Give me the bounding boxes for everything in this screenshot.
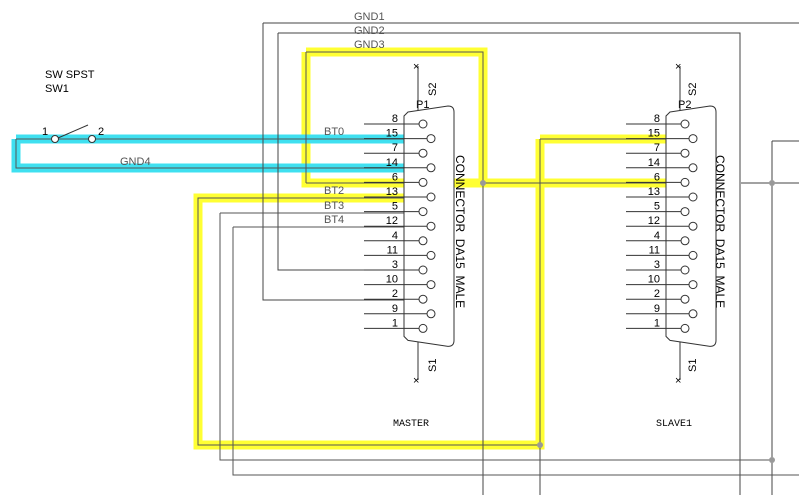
master-pin-socket-8 xyxy=(418,119,428,129)
slave-nc-mark-top: × xyxy=(675,61,681,73)
slave-pin-number: 6 xyxy=(654,171,660,183)
master-pin-number: 6 xyxy=(392,171,398,183)
slave-pin-number: 12 xyxy=(648,215,660,227)
slave-pin-socket-5 xyxy=(680,207,690,217)
master-pin-number: 8 xyxy=(392,113,398,125)
master-pin-number: 7 xyxy=(392,142,398,154)
slave-pin-socket-11 xyxy=(688,250,698,260)
master-pin-number: 5 xyxy=(392,201,398,213)
slave-pin-number: 8 xyxy=(654,113,660,125)
junction-dots xyxy=(480,180,775,463)
master-part-label: CONNECTOR_DA15_MALE xyxy=(453,155,467,308)
master-connector-p1: P1 S2 S1 CONNECTOR_DA15_MALE MASTER × × 8 1… xyxy=(364,61,467,430)
master-pin-socket-3 xyxy=(418,265,428,275)
slave-pin-socket-13 xyxy=(688,192,698,202)
master-pin-number: 14 xyxy=(386,157,398,169)
net-label-bt4: BT4 xyxy=(324,214,344,226)
master-pin-number: 1 xyxy=(392,317,398,329)
switch-sw1: SW SPST SW1 1 2 xyxy=(42,69,104,143)
master-pin-socket-10 xyxy=(426,280,436,290)
master-ref-label: P1 xyxy=(416,99,429,111)
slave-pin-number: 5 xyxy=(654,201,660,213)
switch-type-label: SW SPST xyxy=(45,69,95,81)
slave-shield1-label: S1 xyxy=(687,359,699,372)
master-shield2-label: S2 xyxy=(427,83,439,96)
master-nc-mark-top: × xyxy=(413,61,419,73)
master-pin-socket-5 xyxy=(418,207,428,217)
master-pin-socket-4 xyxy=(418,236,428,246)
slave-pin-number: 14 xyxy=(648,157,660,169)
frame-lines xyxy=(262,22,799,495)
master-pin-number: 13 xyxy=(386,186,398,198)
switch-contact-1 xyxy=(51,135,59,143)
net-label-bt0: BT0 xyxy=(324,126,344,138)
master-pin-number: 3 xyxy=(392,259,398,271)
master-pin-socket-9 xyxy=(426,309,436,319)
master-title: MASTER xyxy=(393,419,429,430)
net-label-bt2: BT2 xyxy=(324,185,344,197)
master-pin-socket-2 xyxy=(418,294,428,304)
slave-pin-number: 10 xyxy=(648,274,660,286)
master-pin-socket-15 xyxy=(426,134,436,144)
slave-pin-socket-10 xyxy=(688,280,698,290)
master-pin-socket-7 xyxy=(418,148,428,158)
master-pin-number: 10 xyxy=(386,274,398,286)
slave-pin-number: 11 xyxy=(649,244,660,256)
master-pin-number: 2 xyxy=(392,288,398,300)
slave-pin-socket-9 xyxy=(688,309,698,319)
slave-title: SLAVE1 xyxy=(656,419,692,430)
slave-pin-socket-12 xyxy=(688,221,698,231)
switch-lever xyxy=(57,124,89,139)
slave-pin-number: 15 xyxy=(648,128,660,140)
slave-pin-socket-7 xyxy=(680,148,690,158)
slave-pin-socket-8 xyxy=(680,119,690,129)
slave-pin-number: 4 xyxy=(654,230,660,242)
master-pin-number: 11 xyxy=(387,244,398,256)
slave-pin-socket-2 xyxy=(680,294,690,304)
master-pin-socket-11 xyxy=(426,250,436,260)
switch-pin1-label: 1 xyxy=(42,126,48,138)
switch-pin2-label: 2 xyxy=(98,126,104,138)
master-pin-number: 9 xyxy=(392,303,398,315)
master-pin-socket-6 xyxy=(418,177,428,187)
slave-pin-number: 2 xyxy=(654,288,660,300)
slave-shield2-label: S2 xyxy=(687,83,699,96)
master-pin-number: 4 xyxy=(392,230,398,242)
master-shield1-label: S1 xyxy=(427,359,439,372)
net-label-gnd4: GND4 xyxy=(120,156,151,168)
slave-ref-label: P2 xyxy=(678,99,691,111)
net-label-bt3: BT3 xyxy=(324,200,344,212)
net-label-gnd1: GND1 xyxy=(354,11,385,23)
slave-pin-number: 9 xyxy=(654,303,660,315)
slave-pin-number: 13 xyxy=(648,186,660,198)
slave-connector-p2: P2 S2 S1 CONNECTOR_DA15_MALE SLAVE1 ××81… xyxy=(626,61,727,430)
switch-contact-2 xyxy=(88,135,96,143)
slave-nc-mark-bottom: × xyxy=(675,375,681,387)
slave-pin-socket-1 xyxy=(680,323,690,333)
master-pin-socket-13 xyxy=(426,192,436,202)
slave-pin-socket-4 xyxy=(680,236,690,246)
slave-pin-number: 3 xyxy=(654,259,660,271)
net-label-gnd3: GND3 xyxy=(354,39,385,51)
master-pin-socket-1 xyxy=(418,323,428,333)
slave-pin-socket-15 xyxy=(688,134,698,144)
slave-pin-number: 1 xyxy=(654,317,660,329)
slave-pin-socket-3 xyxy=(680,265,690,275)
slave-pin-socket-6 xyxy=(680,177,690,187)
switch-ref-label: SW1 xyxy=(45,83,69,95)
slave-pin-number: 7 xyxy=(654,142,660,154)
slave-pin-socket-14 xyxy=(688,163,698,173)
master-pin-number: 12 xyxy=(386,215,398,227)
net-label-gnd2: GND2 xyxy=(354,25,385,37)
master-nc-mark-bottom: × xyxy=(413,375,419,387)
master-pin-number: 15 xyxy=(386,128,398,140)
master-pin-socket-14 xyxy=(426,163,436,173)
master-pin-socket-12 xyxy=(426,221,436,231)
